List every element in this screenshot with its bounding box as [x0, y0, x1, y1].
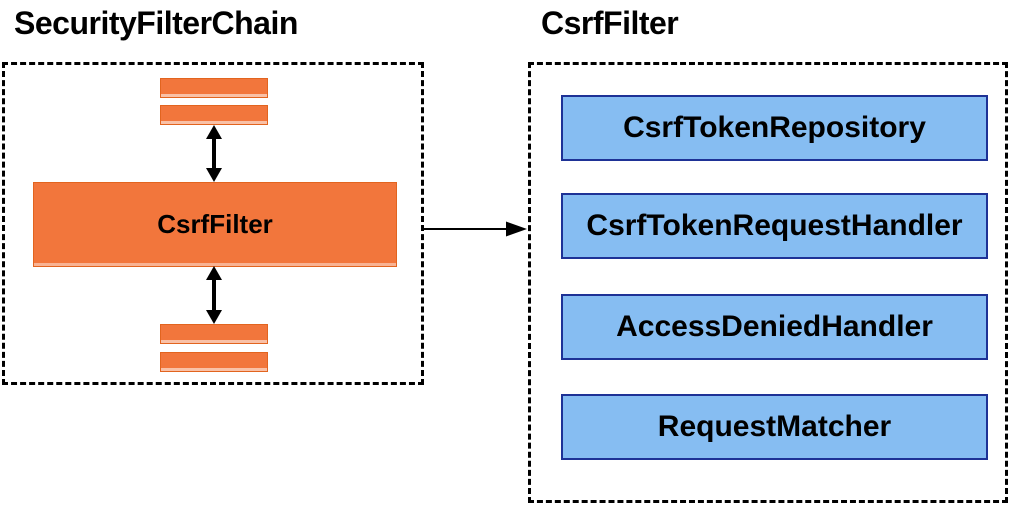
security-filter-chain-title: SecurityFilterChain [14, 5, 298, 41]
filter-placeholder-bar-1 [160, 78, 268, 98]
filter-placeholder-bar-3 [160, 324, 268, 344]
csrf-filter-node: CsrfFilter [13, 182, 397, 286]
component-request-matcher: RequestMatcher [542, 394, 988, 478]
component-csrf-token-repository: CsrfTokenRepository [542, 95, 988, 179]
component-access-denied-handler: AccessDeniedHandler [542, 294, 988, 378]
csrf-filter-container [528, 62, 1008, 503]
component-label: CsrfTokenRepository [623, 111, 926, 144]
filter-placeholder-bar-2 [160, 105, 268, 125]
security-filter-chain-container [2, 62, 424, 385]
component-label: RequestMatcher [657, 410, 892, 443]
csrf-filter-node-label: CsrfFilter [157, 209, 273, 239]
component-label: CsrfTokenRequestHandler [586, 209, 963, 242]
filter-placeholder-bar-4 [160, 352, 268, 372]
component-label: AccessDeniedHandler [616, 310, 933, 343]
component-csrf-token-request-handler: CsrfTokenRequestHandler [542, 193, 988, 277]
csrf-filter-title: CsrfFilter [541, 5, 679, 41]
flow-arrow-icon [424, 221, 527, 237]
